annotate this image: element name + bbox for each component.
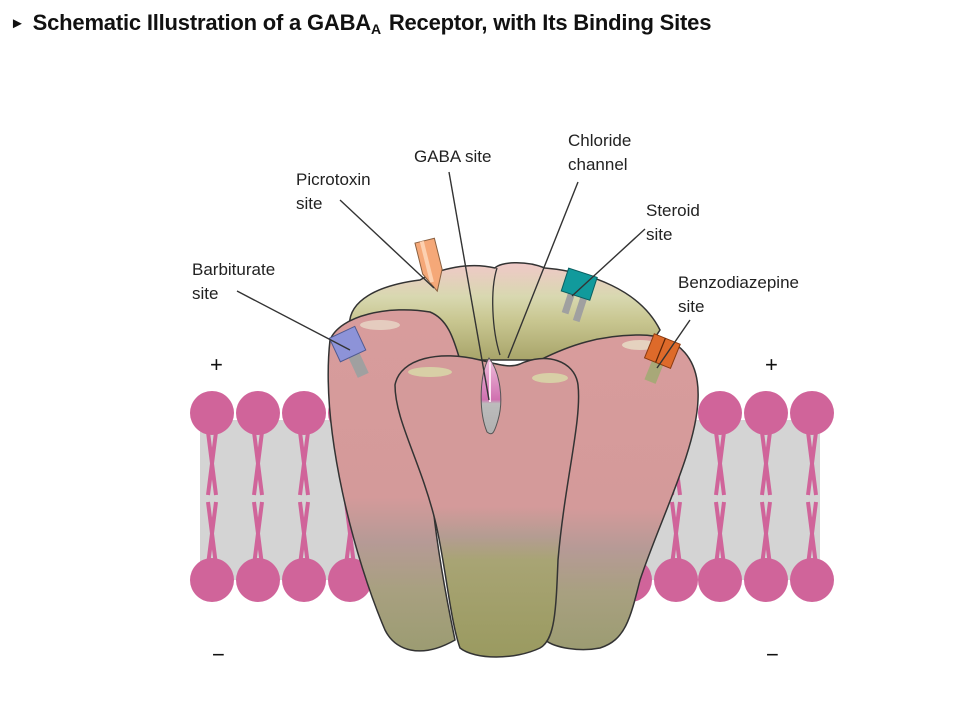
lipid-head xyxy=(698,558,742,602)
lipid-tail xyxy=(806,431,818,496)
lipid-head xyxy=(328,558,372,602)
charge-plus-right: + xyxy=(765,352,778,377)
lipid-head xyxy=(236,391,280,435)
leader-line-chloride xyxy=(507,181,579,359)
lipid-head xyxy=(236,558,280,602)
leader-line-picrotoxin xyxy=(339,199,435,289)
lipid-tail xyxy=(806,501,818,566)
charge-minus-right: − xyxy=(766,642,779,667)
lipid-head xyxy=(790,391,834,435)
lipid-heads xyxy=(190,391,834,602)
lipid-head xyxy=(282,558,326,602)
highlight xyxy=(532,373,568,383)
lipid-tail xyxy=(298,501,310,566)
leader-line-gaba xyxy=(448,171,490,401)
lipid-head xyxy=(190,558,234,602)
gaba-a-receptor xyxy=(327,262,699,658)
lipid-head xyxy=(282,391,326,435)
charge-minus-left: − xyxy=(212,642,225,667)
lipid-tail xyxy=(760,431,772,496)
title-prefix: Schematic Illustration of a GABA xyxy=(32,10,372,35)
lipid-tail xyxy=(760,501,772,566)
receptor-center-subunit xyxy=(394,355,580,658)
label-picrotoxin-site: Picrotoxin site xyxy=(296,170,375,213)
lipid-tail xyxy=(670,501,682,566)
label-barbiturate-site: Barbiturate site xyxy=(192,260,280,303)
highlight xyxy=(360,320,400,330)
barbiturate-site-marker xyxy=(328,325,369,378)
steroid-site-marker xyxy=(560,267,598,323)
lipid-head xyxy=(654,558,698,602)
lipid-tail xyxy=(206,431,218,496)
receptor-top-divider xyxy=(492,267,501,356)
lipid-head xyxy=(790,558,834,602)
charge-plus-left: + xyxy=(210,352,223,377)
label-gaba-site: GABA site xyxy=(414,147,491,166)
triangle-right-icon: ► xyxy=(10,15,25,32)
lipid-head xyxy=(698,391,742,435)
leader-line-benzodiazepine xyxy=(656,319,691,369)
highlight xyxy=(408,367,452,377)
lipid-tail xyxy=(714,501,726,566)
leader-line-barbiturate xyxy=(236,290,351,351)
leader-line-steroid xyxy=(571,228,646,297)
lipid-head xyxy=(190,391,234,435)
label-chloride-channel: Chloride channel xyxy=(568,131,636,174)
title-subscript: A xyxy=(370,21,381,37)
lipid-head xyxy=(744,391,788,435)
lipid-tail xyxy=(206,501,218,566)
lipid-tail xyxy=(298,431,310,496)
lipid-tail xyxy=(252,501,264,566)
lipid-tail xyxy=(252,431,264,496)
leader-lines xyxy=(236,171,691,401)
figure-title: ► Schematic Illustration of a GABAA Recep… xyxy=(10,10,712,37)
picrotoxin-site-marker xyxy=(414,237,443,293)
lipid-head xyxy=(744,558,788,602)
title-suffix: Receptor, with Its Binding Sites xyxy=(382,10,712,35)
gaba-site-marker xyxy=(480,357,502,435)
label-steroid-site: Steroid site xyxy=(646,201,705,244)
label-benzodiazepine-site: Benzodiazepine site xyxy=(678,273,804,316)
lipid-tail xyxy=(714,431,726,496)
